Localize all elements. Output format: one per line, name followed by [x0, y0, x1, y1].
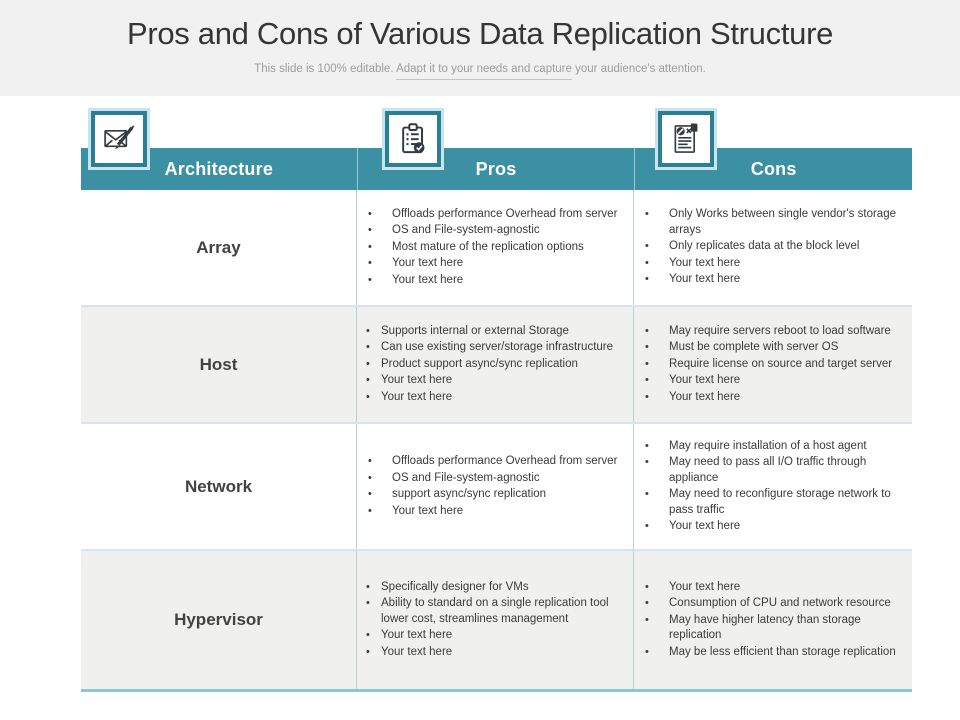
- cons-item: Your text here: [638, 390, 907, 406]
- cons-item: Only Works between single vendor's stora…: [638, 207, 907, 238]
- page-title: Pros and Cons of Various Data Replicatio…: [126, 16, 834, 51]
- table-row: Host Supports internal or external Stora…: [81, 307, 912, 424]
- pros-list: Offloads performance Overhead from serve…: [361, 453, 629, 520]
- architecture-label: Host: [199, 354, 238, 374]
- subtitle-part2: Adapt it to your needs and capture: [396, 63, 572, 80]
- cons-item: Must be complete with server OS: [638, 340, 907, 356]
- pros-item: Can use existing server/storage infrastr…: [361, 340, 629, 356]
- table-body: Array Offloads performance Overhead from…: [81, 190, 912, 689]
- clipboard-checklist-icon: [395, 121, 431, 157]
- architecture-cell: Network: [81, 424, 357, 549]
- architecture-icon-box: [88, 108, 150, 170]
- pros-list: Offloads performance Overhead from serve…: [361, 206, 629, 290]
- pros-icon-box: [382, 108, 444, 170]
- pros-list: Supports internal or external StorageCan…: [361, 323, 629, 407]
- cons-item: May require servers reboot to load softw…: [638, 324, 907, 340]
- pros-item: Supports internal or external Storage: [361, 324, 629, 340]
- cons-item: Your text here: [638, 580, 907, 596]
- architecture-label: Array: [196, 237, 241, 257]
- cons-item: May be less efficient than storage repli…: [638, 645, 907, 661]
- cons-list: May require servers reboot to load softw…: [638, 323, 907, 407]
- cons-cell: May require installation of a host agent…: [634, 424, 911, 549]
- title-band: [0, 0, 960, 96]
- pros-item: Specifically designer for VMs: [361, 580, 629, 596]
- cons-list: Your text hereConsumption of CPU and net…: [638, 579, 907, 662]
- pros-item: Ability to standard on a single replicat…: [361, 596, 629, 627]
- cons-cell: Only Works between single vendor's stora…: [634, 190, 911, 305]
- cons-icon-box: [655, 108, 717, 170]
- replication-table: Architecture Pros Cons Array Offloads pe…: [81, 108, 912, 692]
- pros-item: Your text here: [361, 628, 629, 644]
- cons-item: Your text here: [638, 256, 907, 272]
- cons-item: May require installation of a host agent: [638, 439, 907, 455]
- table-row: Network Offloads performance Overhead fr…: [81, 424, 912, 551]
- pros-item: Offloads performance Overhead from serve…: [361, 454, 629, 470]
- architecture-cell: Hypervisor: [81, 551, 357, 689]
- cons-item: May have higher latency than storage rep…: [638, 613, 907, 644]
- cons-cell: May require servers reboot to load softw…: [634, 307, 911, 422]
- rejected-document-icon: [668, 121, 704, 157]
- column-header-cons: Cons: [750, 158, 797, 179]
- table-header: Architecture Pros Cons: [81, 108, 912, 190]
- pros-cell: Specifically designer for VMsAbility to …: [357, 551, 634, 689]
- subtitle: This slide is 100% editable. Adapt it to…: [0, 63, 960, 80]
- compose-message-icon: [101, 121, 137, 157]
- cons-item: May need to reconfigure storage network …: [638, 487, 907, 518]
- column-header-pros: Pros: [358, 148, 636, 190]
- pros-item: Product support async/sync replication: [361, 357, 629, 373]
- pros-item: Your text here: [361, 645, 629, 661]
- cons-cell: Your text hereConsumption of CPU and net…: [634, 551, 911, 689]
- architecture-label: Network: [184, 476, 253, 496]
- subtitle-part1: This slide is 100% editable.: [254, 63, 394, 75]
- pros-item: Offloads performance Overhead from serve…: [361, 207, 629, 223]
- pros-item: Your text here: [361, 273, 629, 289]
- pros-item: Your text here: [361, 256, 629, 272]
- pros-cell: Offloads performance Overhead from serve…: [357, 424, 634, 549]
- table-row: Hypervisor Specifically designer for VMs…: [81, 551, 912, 689]
- pros-item: Most mature of the replication options: [361, 240, 629, 256]
- cons-item: Require license on source and target ser…: [638, 357, 907, 373]
- cons-item: Your text here: [638, 272, 907, 288]
- table-row: Array Offloads performance Overhead from…: [81, 190, 912, 307]
- pros-item: Your text here: [361, 390, 629, 406]
- cons-list: Only Works between single vendor's stora…: [638, 206, 907, 289]
- cons-item: Your text here: [638, 519, 907, 535]
- cons-item: Consumption of CPU and network resource: [638, 596, 907, 612]
- pros-cell: Supports internal or external StorageCan…: [357, 307, 634, 422]
- architecture-cell: Host: [81, 307, 357, 422]
- cons-list: May require installation of a host agent…: [638, 438, 907, 536]
- subtitle-part3: your audience's attention.: [575, 63, 706, 75]
- architecture-label: Hypervisor: [174, 610, 263, 629]
- pros-item: support async/sync replication: [361, 487, 629, 503]
- pros-item: Your text here: [361, 373, 629, 389]
- cons-item: May need to pass all I/O traffic through…: [638, 455, 907, 486]
- architecture-cell: Array: [81, 190, 357, 305]
- pros-item: OS and File-system-agnostic: [361, 471, 629, 487]
- pros-list: Specifically designer for VMsAbility to …: [361, 579, 629, 662]
- column-header-architecture: Architecture: [81, 148, 358, 190]
- cons-item: Only replicates data at the block level: [638, 239, 907, 255]
- cons-item: Your text here: [638, 373, 907, 389]
- pros-item: OS and File-system-agnostic: [361, 223, 629, 239]
- pros-cell: Offloads performance Overhead from serve…: [357, 190, 634, 305]
- pros-item: Your text here: [361, 504, 629, 520]
